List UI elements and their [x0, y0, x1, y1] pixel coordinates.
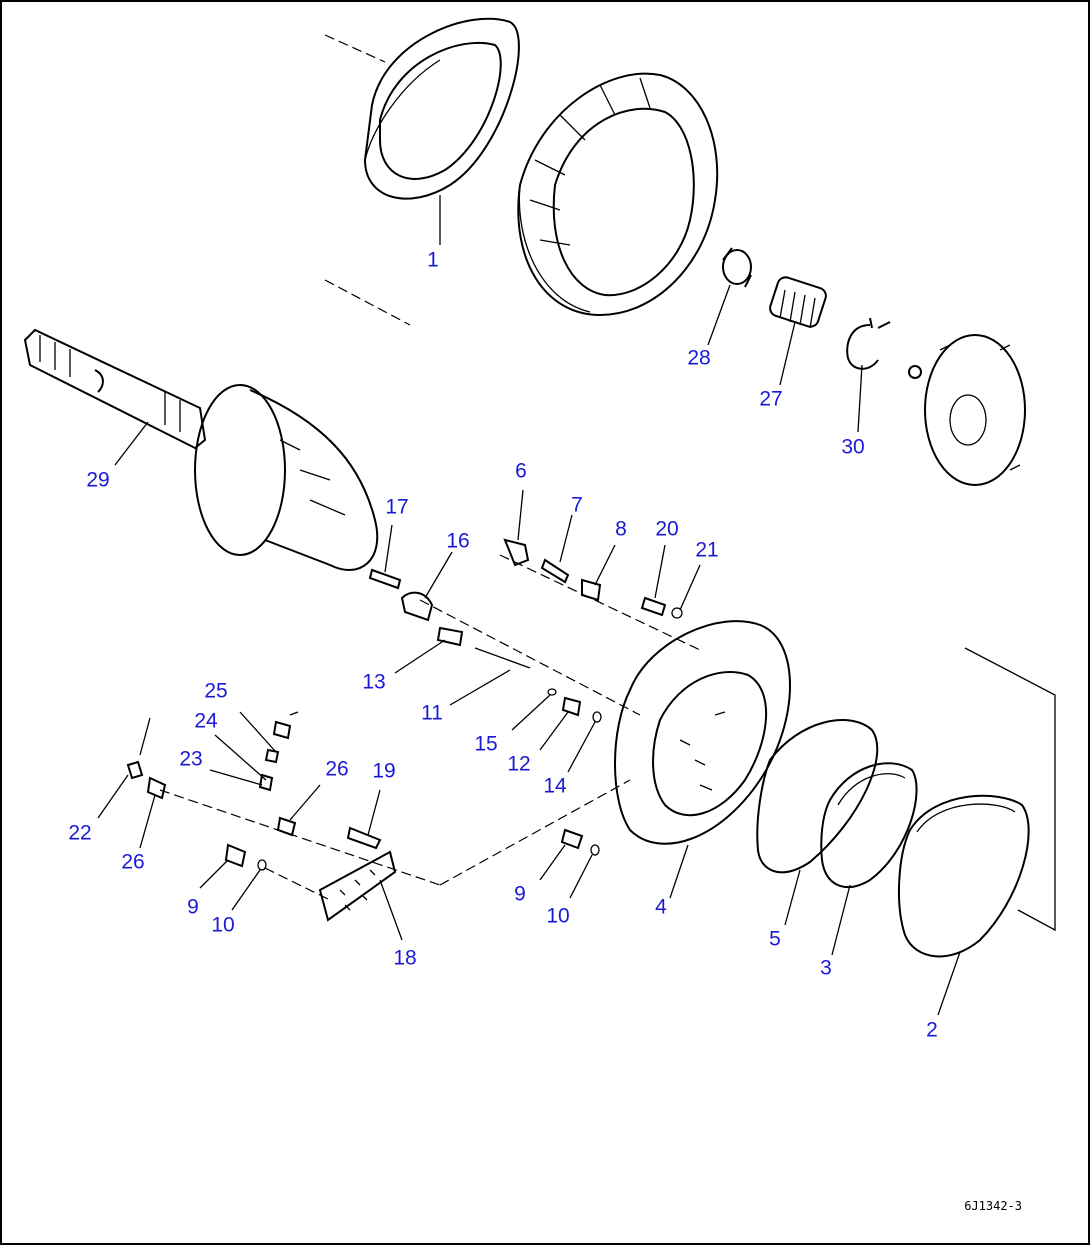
- wheel-hub: [194, 384, 379, 571]
- callout-26-upper[interactable]: 26: [325, 757, 349, 781]
- callout-3[interactable]: 3: [820, 956, 832, 980]
- part-5-seal: [756, 719, 879, 874]
- callout-12[interactable]: 12: [507, 752, 531, 776]
- lower-fittings: [126, 711, 600, 871]
- callout-25[interactable]: 25: [204, 679, 228, 703]
- callout-30[interactable]: 30: [841, 435, 865, 459]
- callout-17[interactable]: 17: [385, 495, 409, 519]
- planet-carrier: [908, 334, 1026, 486]
- callout-27[interactable]: 27: [759, 387, 783, 411]
- callout-9-right[interactable]: 9: [514, 882, 526, 906]
- callout-6[interactable]: 6: [515, 459, 527, 483]
- callout-16[interactable]: 16: [446, 529, 470, 553]
- callout-2[interactable]: 2: [926, 1018, 938, 1042]
- callout-14[interactable]: 14: [543, 774, 567, 798]
- callout-24[interactable]: 24: [194, 709, 218, 733]
- callout-19[interactable]: 19: [372, 759, 396, 783]
- callout-9-left[interactable]: 9: [187, 895, 199, 919]
- callout-23[interactable]: 23: [179, 747, 203, 771]
- callout-5[interactable]: 5: [769, 927, 781, 951]
- part-3-ring: [820, 762, 918, 889]
- part-29-axle-shaft: [23, 328, 207, 450]
- callout-8[interactable]: 8: [615, 517, 627, 541]
- drawing-reference-code: 6J1342-3: [964, 1199, 1022, 1213]
- assembly-centerlines: [159, 34, 1056, 932]
- callout-13[interactable]: 13: [362, 670, 386, 694]
- callout-21[interactable]: 21: [695, 538, 719, 562]
- callout-7[interactable]: 7: [571, 493, 583, 517]
- housing-drum: [517, 72, 719, 317]
- small-fittings: [368, 538, 683, 723]
- part-2-ring: [898, 794, 1030, 958]
- callout-4[interactable]: 4: [655, 895, 667, 919]
- callout-10-left[interactable]: 10: [211, 913, 235, 937]
- part-27-needle-bearing: [769, 276, 827, 329]
- callout-29[interactable]: 29: [86, 468, 110, 492]
- part-4-brake-housing: [614, 620, 791, 845]
- callout-10-right[interactable]: 10: [546, 904, 570, 928]
- part-30-snap-ring: [846, 317, 891, 370]
- callout-22[interactable]: 22: [68, 821, 92, 845]
- part-28-bushing: [722, 247, 752, 288]
- callout-15[interactable]: 15: [474, 732, 498, 756]
- callout-18[interactable]: 18: [393, 946, 417, 970]
- callout-11[interactable]: 11: [421, 701, 443, 725]
- callout-26-lower[interactable]: 26: [121, 850, 145, 874]
- callout-28[interactable]: 28: [687, 346, 711, 370]
- callout-1[interactable]: 1: [427, 248, 439, 272]
- part-1-thrust-ring: [363, 17, 520, 200]
- part-18-brake-pad: [318, 850, 397, 922]
- leader-lines: [97, 195, 961, 1016]
- callout-20[interactable]: 20: [655, 517, 679, 541]
